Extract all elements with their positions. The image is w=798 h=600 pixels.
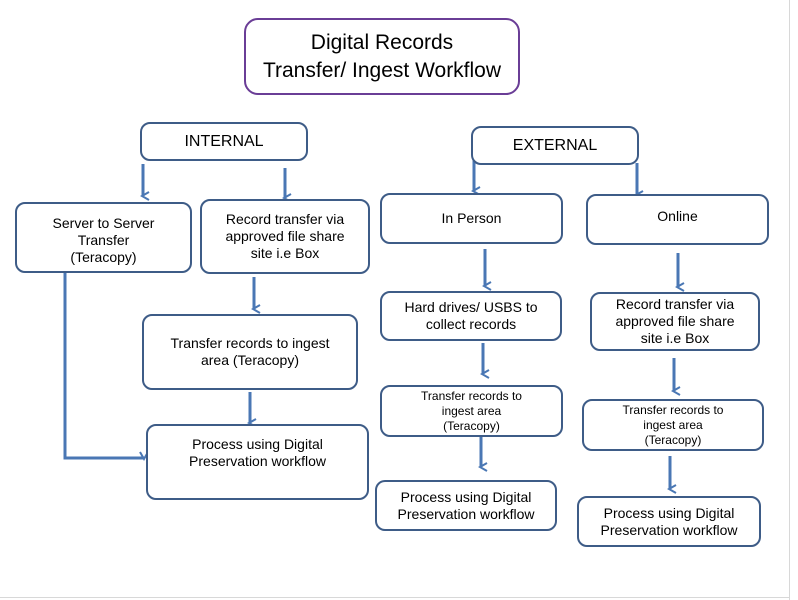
in-person-collect-text: Hard drives/ USBS to collect records: [404, 299, 538, 332]
online-ingest-box: Transfer records to ingest area (Teracop…: [582, 399, 764, 451]
online-box: Online: [586, 194, 769, 245]
external-header: EXTERNAL: [471, 126, 639, 165]
image-border-bottom: [0, 597, 790, 598]
internal-ingest-box: Transfer records to ingest area (Teracop…: [142, 314, 358, 390]
internal-record-transfer-box: Record transfer via approved file share …: [200, 199, 370, 274]
external-header-text: EXTERNAL: [512, 136, 598, 154]
server-to-server-transfer-text: Server to Server Transfer (Teracopy): [52, 215, 155, 265]
image-border-right: [789, 0, 790, 600]
in-person-text: In Person: [441, 210, 502, 227]
in-person-ingest-box: Transfer records to ingest area (Teracop…: [380, 385, 563, 437]
in-person-process-box: Process using Digital Preservation workf…: [375, 480, 557, 531]
internal-header-text: INTERNAL: [184, 132, 264, 150]
server-to-server-transfer-box: Server to Server Transfer (Teracopy): [15, 202, 192, 273]
online-record-transfer-box: Record transfer via approved file share …: [590, 292, 760, 351]
in-person-process-text: Process using Digital Preservation workf…: [397, 488, 535, 522]
arrow-server-to-process: [63, 273, 144, 458]
online-text: Online: [657, 208, 698, 225]
internal-record-transfer-text: Record transfer via approved file share …: [225, 211, 345, 261]
online-ingest-text: Transfer records to ingest area (Teracop…: [622, 402, 724, 447]
online-process-text: Process using Digital Preservation workf…: [600, 504, 738, 538]
internal-process-box: Process using Digital Preservation workf…: [146, 424, 369, 500]
in-person-collect-box: Hard drives/ USBS to collect records: [380, 291, 562, 341]
online-process-box: Process using Digital Preservation workf…: [577, 496, 761, 547]
online-record-transfer-text: Record transfer via approved file share …: [615, 296, 735, 346]
diagram-title: Digital Records Transfer/ Ingest Workflo…: [244, 18, 520, 95]
in-person-box: In Person: [380, 193, 563, 244]
internal-ingest-text: Transfer records to ingest area (Teracop…: [170, 335, 330, 368]
internal-header: INTERNAL: [140, 122, 308, 161]
in-person-ingest-text: Transfer records to ingest area (Teracop…: [421, 388, 522, 433]
diagram-title-text: Digital Records Transfer/ Ingest Workflo…: [262, 31, 502, 82]
internal-process-text: Process using Digital Preservation workf…: [189, 436, 326, 469]
